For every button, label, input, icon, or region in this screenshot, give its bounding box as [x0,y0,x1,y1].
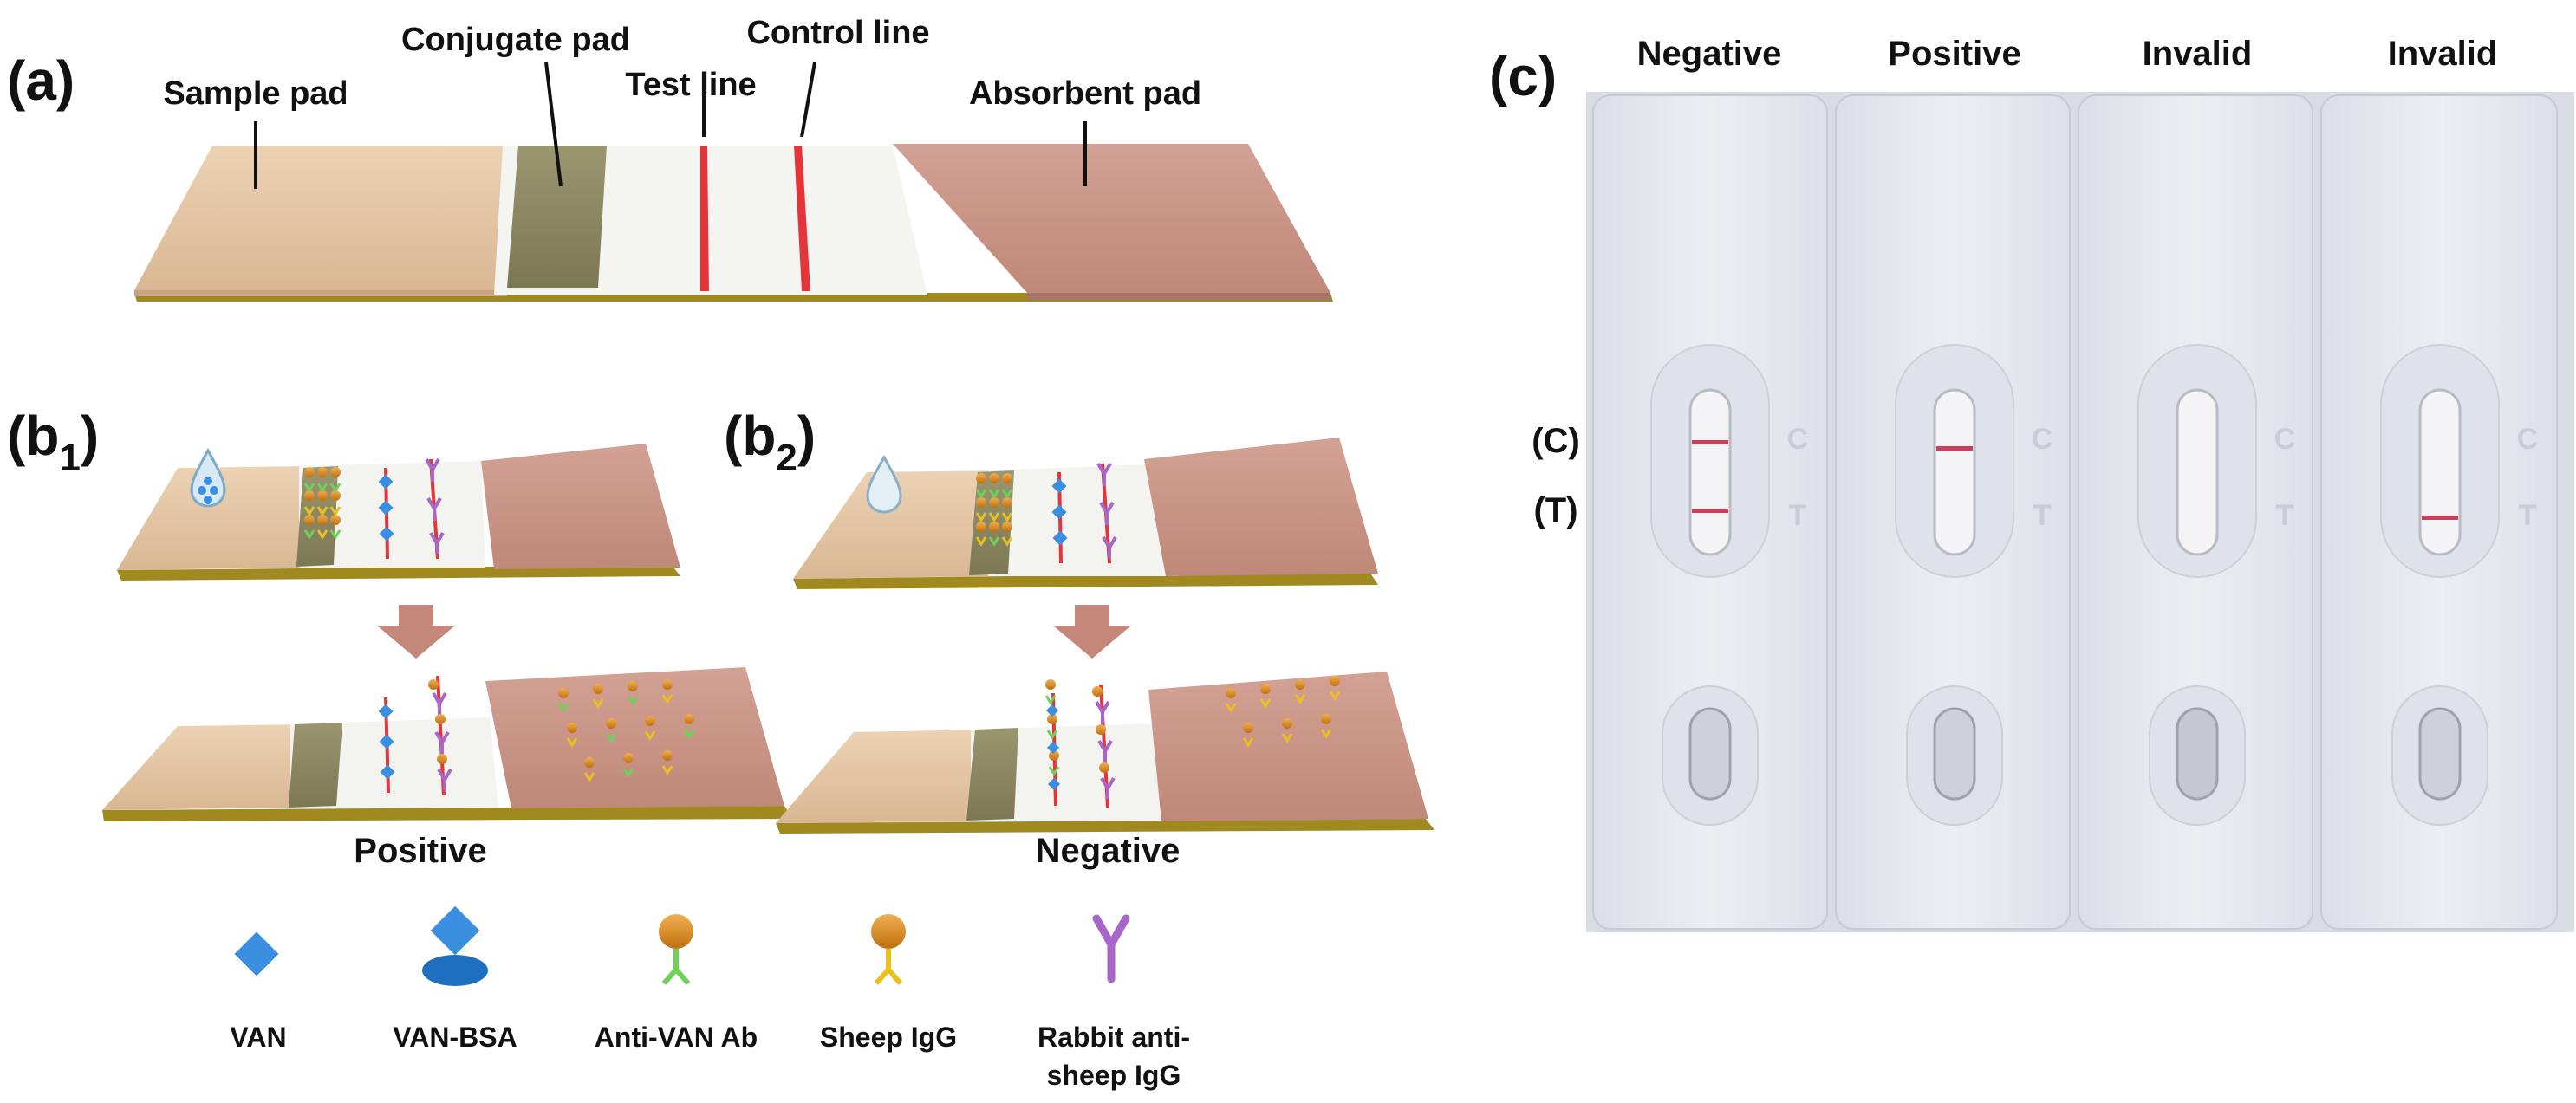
label-test-window: (T) [1533,491,1577,529]
panel-a: (a) Sample pad Conjugate pad Test line C… [7,15,1333,302]
control-line [794,146,810,291]
label-test-line: Test line [625,67,756,103]
cassette-4: Invalid C T [2320,35,2558,930]
panel-label-a: (a) [7,49,75,112]
strip-b2-after [776,672,1434,834]
legend-label-rabbit-line2: sheep IgG [1047,1060,1181,1091]
absorbent-pad [893,144,1330,293]
svg-text:C: C [2517,423,2539,456]
svg-text:C: C [2274,423,2296,456]
panel-b1: (b1) [7,405,793,870]
sample-well [2418,707,2462,801]
antibody-gold-green-icon [659,914,693,985]
cassette-header: Negative [1637,35,1782,73]
arrow-b1 [377,605,455,659]
label-sample-pad: Sample pad [163,75,348,112]
test-line [700,146,709,291]
test-band [1692,509,1728,513]
panel-label-c: (c) [1489,45,1557,107]
panel-label-b2: (b [724,405,776,467]
panel-b2: (b2) [724,405,1434,870]
panel-label-b1: (b [7,405,59,467]
antibody-gold-yellow-icon [871,914,906,985]
strip-b2-before [793,438,1378,589]
cassette-header: Invalid [2388,35,2498,73]
cassette-3: Invalid C T [2078,35,2313,930]
sample-well [1933,707,1976,801]
svg-text:T: T [1789,499,1807,532]
legend-label-sheep-igg: Sheep IgG [820,1022,957,1053]
outcome-b1: Positive [354,832,486,870]
cassette-2: Positive C T [1835,35,2071,930]
conjugate-pad [507,146,607,288]
diamond-ellipse-icon [422,905,488,986]
y-antibody-icon [1092,914,1130,983]
control-band [1936,446,1973,451]
control-band [1692,440,1728,444]
legend-label-van: VAN [230,1022,286,1053]
outcome-b2: Negative [1036,832,1181,870]
arrow-b2 [1053,605,1131,659]
strip-b1-before [117,444,680,581]
legend-label-anti-van-ab: Anti-VAN Ab [595,1022,758,1053]
label-absorbent-pad: Absorbent pad [969,75,1201,112]
label-conjugate-pad: Conjugate pad [401,22,630,58]
sample-well [2176,707,2219,801]
svg-text:T: T [2276,499,2294,532]
svg-text:C: C [1787,423,1809,456]
label-control-line: Control line [746,15,929,51]
cassette-header: Invalid [2143,35,2253,73]
sample-well [1688,707,1732,801]
panel-c: (c) Negative C T Positive C T [1489,35,2574,932]
cassette-header: Positive [1888,35,2020,73]
strip-b1-after [102,667,793,821]
svg-text:(b2): (b2) [724,405,816,479]
legend: VAN VAN-BSA Anti-VAN Ab Sheep IgG Rabbit… [230,905,1190,1091]
legend-label-van-bsa: VAN-BSA [393,1022,517,1053]
diamond-icon [234,931,279,976]
sample-pad [134,146,529,290]
svg-text:T: T [2033,499,2052,532]
svg-text:T: T [2519,499,2537,532]
label-control-window: (C) [1532,422,1580,460]
svg-text:(b1): (b1) [7,405,99,479]
test-band [2422,516,2458,520]
cassette-1: Negative C T [1592,35,1828,930]
legend-label-rabbit-line1: Rabbit anti- [1038,1022,1190,1053]
svg-text:C: C [2032,423,2053,456]
